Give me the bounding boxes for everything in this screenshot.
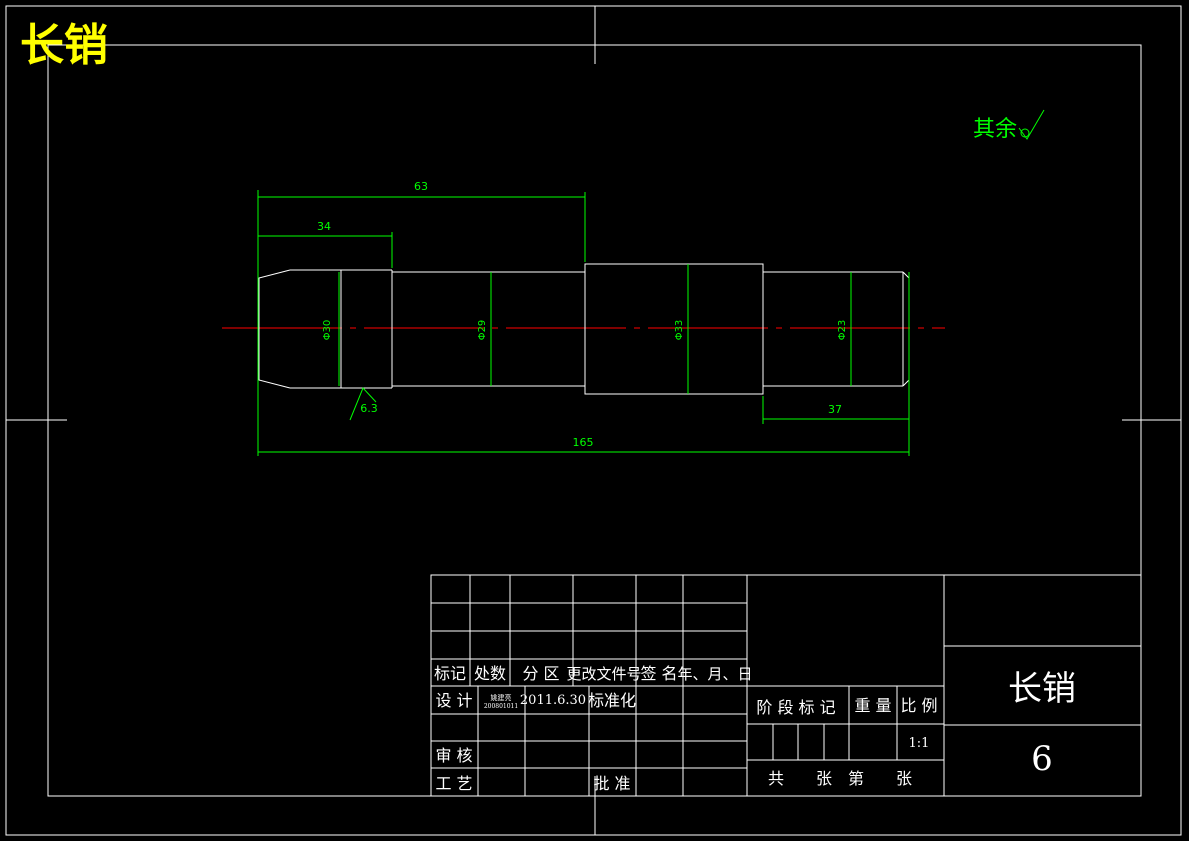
roughness-note: 其余	[973, 117, 1017, 142]
approve-label: 批 准	[593, 774, 630, 793]
design-label: 设 计	[435, 691, 472, 710]
dim-63: 63	[414, 180, 428, 193]
header-change-doc: 更改文件号	[566, 665, 641, 683]
designer-id: 200801011	[484, 703, 518, 710]
process-label: 工 艺	[435, 774, 472, 793]
part-name-cell: 长销	[1008, 669, 1076, 709]
header-mark: 标记	[434, 664, 466, 683]
design-date: 2011.6.30	[520, 693, 586, 708]
dim-34: 34	[317, 220, 331, 233]
header-signature: 签 名	[640, 664, 677, 683]
dim-165: 165	[573, 436, 594, 449]
dim-dia-29: Φ29	[477, 320, 488, 341]
dim-dia-23: Φ23	[837, 320, 848, 341]
inner-frame	[47, 44, 1142, 797]
scale-value: 1:1	[909, 736, 930, 751]
header-count: 处数	[474, 664, 506, 683]
dimension-lines	[257, 190, 910, 456]
sheets-label: 共 张 第 张	[768, 769, 912, 788]
header-date: 年、月、日	[677, 665, 752, 683]
dim-dia-30: Φ30	[322, 320, 333, 341]
sheet-title: 长销	[20, 20, 108, 71]
weight-label: 重 量	[854, 696, 891, 715]
title-block	[430, 574, 1142, 797]
designer-name: 姚建亮	[491, 693, 512, 702]
drawing-number: 6	[1031, 739, 1053, 779]
shaft-outline	[258, 263, 910, 395]
header-zone: 分 区	[522, 664, 559, 683]
dim-37: 37	[828, 403, 842, 416]
standardize-label: 标准化	[588, 691, 636, 710]
review-label: 审 核	[435, 746, 472, 765]
stage-mark-label: 阶 段 标 记	[756, 698, 835, 717]
roughness-value: 6.3	[360, 402, 378, 415]
dim-dia-33: Φ33	[674, 320, 685, 341]
roughness-symbol-icon	[1018, 109, 1045, 140]
scale-label: 比 例	[900, 696, 937, 715]
